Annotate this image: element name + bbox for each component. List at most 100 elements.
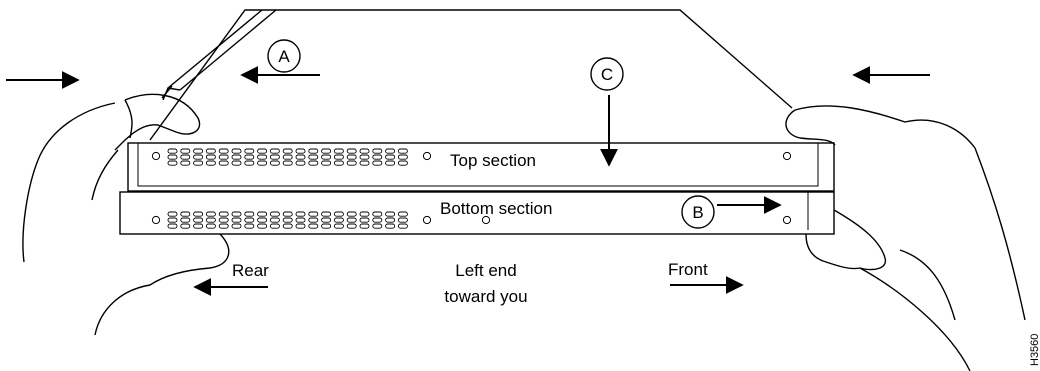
vent-hole bbox=[282, 154, 293, 160]
vent-hole bbox=[282, 148, 293, 154]
vent-hole bbox=[218, 160, 229, 166]
vent-hole bbox=[385, 160, 396, 166]
screwdriver-icon bbox=[161, 9, 277, 101]
hand-icon bbox=[94, 233, 230, 336]
hand-icon bbox=[805, 209, 971, 371]
vent-hole bbox=[346, 148, 357, 154]
vent-hole bbox=[231, 148, 242, 154]
vent-hole bbox=[244, 160, 255, 166]
vent-hole bbox=[385, 148, 396, 154]
callout-b: B bbox=[681, 195, 715, 229]
vent-hole bbox=[269, 217, 280, 223]
vent-hole bbox=[167, 154, 178, 160]
vent-hole bbox=[269, 211, 280, 217]
vent-hole bbox=[321, 223, 332, 229]
vent-hole bbox=[231, 223, 242, 229]
vent-hole bbox=[244, 223, 255, 229]
vent-hole bbox=[218, 217, 229, 223]
vent-hole bbox=[167, 211, 178, 217]
vent-hole bbox=[231, 211, 242, 217]
vent-hole bbox=[218, 148, 229, 154]
vent-hole bbox=[205, 160, 216, 166]
vent-hole bbox=[385, 154, 396, 160]
vent-hole bbox=[269, 160, 280, 166]
left-end-label-line2: toward you bbox=[444, 287, 527, 306]
vent-hole bbox=[205, 148, 216, 154]
vent-hole bbox=[385, 217, 396, 223]
vent-hole bbox=[372, 211, 383, 217]
vent-hole bbox=[321, 217, 332, 223]
vent-hole bbox=[308, 160, 319, 166]
svg-text:A: A bbox=[278, 47, 290, 66]
vent-hole bbox=[269, 154, 280, 160]
vent-hole bbox=[180, 148, 191, 154]
hand-icon bbox=[22, 93, 201, 263]
vent-hole bbox=[244, 211, 255, 217]
vent-hole bbox=[333, 211, 344, 217]
top-vent-holes bbox=[151, 148, 792, 166]
vent-hole bbox=[372, 223, 383, 229]
vent-hole bbox=[257, 223, 268, 229]
vent-hole bbox=[333, 160, 344, 166]
vent-hole bbox=[193, 160, 204, 166]
vent-hole bbox=[193, 154, 204, 160]
vent-hole bbox=[385, 223, 396, 229]
vent-hole bbox=[321, 211, 332, 217]
rear-label: Rear bbox=[232, 261, 269, 280]
hand-icon bbox=[785, 105, 1026, 321]
vent-hole bbox=[231, 154, 242, 160]
vent-hole bbox=[346, 211, 357, 217]
figure-id: H3560 bbox=[1029, 334, 1040, 366]
vent-hole bbox=[180, 160, 191, 166]
vent-hole bbox=[218, 223, 229, 229]
vent-hole bbox=[180, 211, 191, 217]
vent-hole bbox=[333, 223, 344, 229]
vent-hole bbox=[333, 217, 344, 223]
vent-hole bbox=[244, 154, 255, 160]
bottom-vent-holes bbox=[151, 211, 792, 229]
bottom-section bbox=[119, 190, 835, 235]
vent-hole bbox=[321, 160, 332, 166]
vent-hole bbox=[372, 160, 383, 166]
vent-hole bbox=[359, 160, 370, 166]
vent-hole bbox=[397, 223, 408, 229]
vent-hole bbox=[397, 160, 408, 166]
vent-hole bbox=[167, 217, 178, 223]
vent-hole bbox=[359, 154, 370, 160]
vent-hole bbox=[308, 154, 319, 160]
vent-hole bbox=[205, 211, 216, 217]
vent-hole bbox=[167, 223, 178, 229]
vent-hole bbox=[295, 223, 306, 229]
vent-hole bbox=[295, 154, 306, 160]
vent-hole bbox=[257, 211, 268, 217]
vent-hole bbox=[308, 148, 319, 154]
vent-hole bbox=[295, 148, 306, 154]
vent-hole bbox=[244, 217, 255, 223]
vent-hole bbox=[193, 223, 204, 229]
vent-hole bbox=[346, 217, 357, 223]
vent-hole bbox=[372, 154, 383, 160]
vent-hole bbox=[218, 211, 229, 217]
callout-a: A bbox=[267, 39, 301, 73]
vent-hole bbox=[308, 211, 319, 217]
vent-hole bbox=[359, 217, 370, 223]
vent-hole bbox=[193, 148, 204, 154]
vent-hole bbox=[359, 211, 370, 217]
vent-hole bbox=[321, 154, 332, 160]
vent-hole bbox=[346, 160, 357, 166]
vent-hole bbox=[359, 148, 370, 154]
vent-hole bbox=[257, 154, 268, 160]
vent-hole bbox=[167, 160, 178, 166]
vent-hole bbox=[397, 211, 408, 217]
vent-hole bbox=[244, 148, 255, 154]
vent-hole bbox=[231, 160, 242, 166]
vent-hole bbox=[372, 217, 383, 223]
bottom-section-label: Bottom section bbox=[440, 199, 552, 218]
left-end-label: Left end bbox=[455, 261, 516, 280]
vent-hole bbox=[372, 148, 383, 154]
vent-hole bbox=[295, 217, 306, 223]
vent-hole bbox=[180, 154, 191, 160]
vent-hole bbox=[333, 154, 344, 160]
vent-hole bbox=[385, 211, 396, 217]
